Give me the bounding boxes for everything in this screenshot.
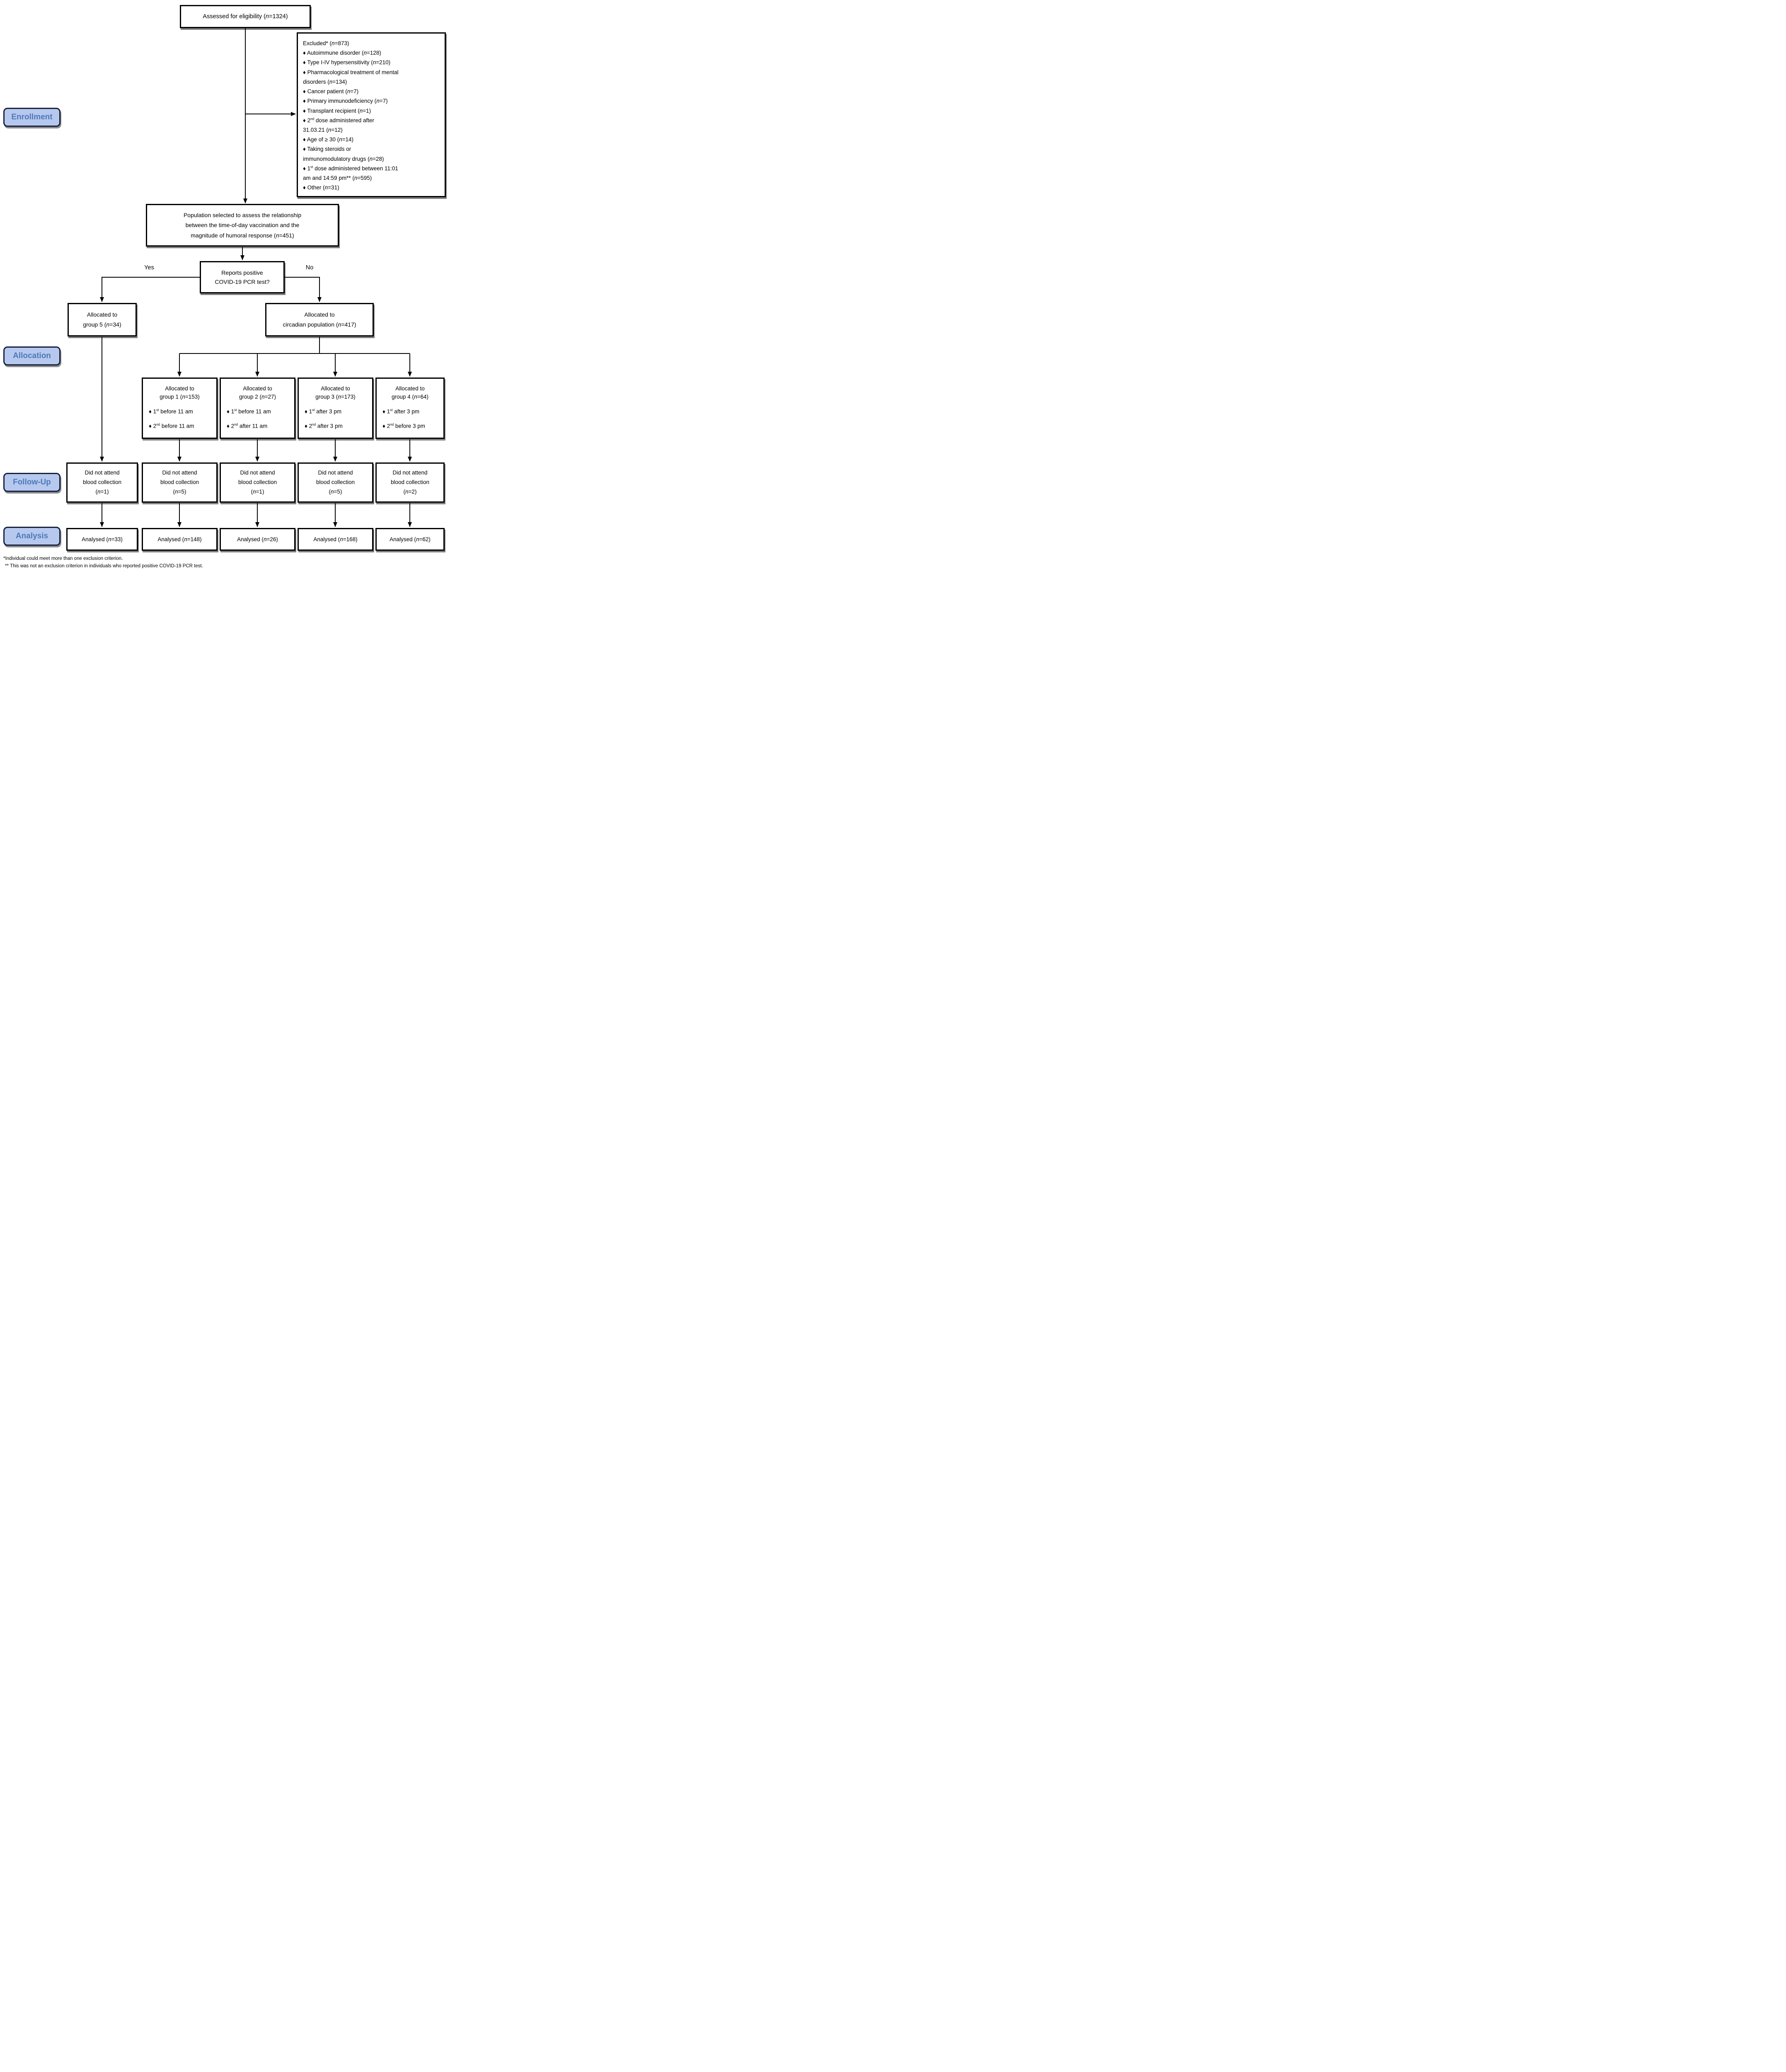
followup-text-group4: Did not attend blood collection (n=2)	[390, 470, 430, 495]
analysed-text-group2: Analysed (n=26)	[237, 536, 278, 542]
footnote-pcr: ** This was not an exclusion criterion i…	[5, 564, 203, 569]
pcr-decision-text: Reports positive COVID-19 PCR test?	[215, 269, 270, 285]
group1-bullet: ♦ 1st before 11 am	[149, 408, 193, 415]
analysed-box-group5: Analysed (n=33)	[66, 528, 138, 551]
group4-box: Allocated to group 4 (n=64) ♦ 1st after …	[375, 378, 445, 439]
group5-text: Allocated to group 5 (n=34)	[83, 311, 121, 328]
group2-title: Allocated to group 2 (n=27)	[239, 385, 276, 400]
analysed-box-group1: Analysed (n=148)	[142, 528, 218, 551]
excluded-item: ♦ Pharmacological treatment of mental di…	[303, 69, 399, 85]
stage-label-enrollment: Enrollment	[3, 108, 61, 127]
consort-flow-diagram: Enrollment Allocation Follow-Up Analysis…	[0, 0, 447, 571]
followup-text-group5: Did not attend blood collection (n=1)	[82, 470, 122, 495]
analysed-box-group4: Analysed (n=62)	[375, 528, 445, 551]
excluded-item: ♦ Taking steroids or immunomodulatory dr…	[303, 146, 384, 162]
stage-label-enrollment-text: Enrollment	[11, 113, 53, 121]
excluded-item: ♦ Primary immunodeficiency (n=7)	[303, 98, 388, 104]
excluded-item: ♦ Other (n=31)	[303, 184, 339, 191]
followup-box-group3: Did not attend blood collection (n=5)	[298, 462, 373, 503]
group3-title: Allocated to group 3 (n=173)	[315, 385, 356, 400]
stage-label-followup: Follow-Up	[3, 473, 61, 492]
stage-label-allocation: Allocation	[3, 346, 61, 366]
group1-bullet: ♦ 2nd before 11 am	[149, 423, 194, 429]
stage-label-analysis: Analysis	[3, 527, 61, 546]
yes-branch-label: Yes	[144, 264, 154, 271]
excluded-box: Excluded* (n=873) ♦ Autoimmune disorder …	[297, 32, 446, 197]
group2-bullet: ♦ 1st before 11 am	[227, 408, 271, 415]
group3-box: Allocated to group 3 (n=173) ♦ 1st after…	[298, 378, 373, 439]
group3-bullets: ♦ 1st after 3 pm ♦ 2nd after 3 pm	[299, 408, 343, 429]
analysed-text-group4: Analysed (n=62)	[390, 536, 431, 542]
group3-bullet: ♦ 1st after 3 pm	[305, 408, 341, 415]
no-branch-label: No	[305, 264, 314, 271]
assessed-text: Assessed for eligibility (n=1324)	[203, 13, 288, 20]
group4-bullet: ♦ 2nd before 3 pm	[382, 423, 425, 429]
assessed-box: Assessed for eligibility (n=1324)	[180, 5, 311, 28]
followup-box-group4: Did not attend blood collection (n=2)	[375, 462, 445, 503]
analysed-text-group5: Analysed (n=33)	[82, 536, 123, 542]
group5-box: Allocated to group 5 (n=34)	[68, 303, 137, 336]
group2-box: Allocated to group 2 (n=27) ♦ 1st before…	[220, 378, 295, 439]
group1-box: Allocated to group 1 (n=153) ♦ 1st befor…	[142, 378, 218, 439]
group1-bullets: ♦ 1st before 11 am ♦ 2nd before 11 am	[143, 408, 194, 429]
excluded-item: ♦ 1st dose administered between 11:01 am…	[303, 165, 398, 182]
followup-text-group3: Did not attend blood collection (n=5)	[316, 470, 355, 495]
group4-bullet: ♦ 1st after 3 pm	[382, 408, 419, 415]
excluded-title: Excluded* (n=873)	[303, 40, 349, 46]
excluded-item: ♦ Age of ≥ 30 (n=14)	[303, 136, 354, 143]
followup-text-group2: Did not attend blood collection (n=1)	[238, 470, 277, 495]
followup-box-group2: Did not attend blood collection (n=1)	[220, 462, 295, 503]
group4-title: Allocated to group 4 (n=64)	[392, 385, 428, 400]
excluded-item: ♦ Autoimmune disorder (n=128)	[303, 50, 381, 56]
population-box: Population selected to assess the relati…	[146, 204, 339, 247]
population-text: Population selected to assess the relati…	[183, 211, 302, 239]
excluded-item: ♦ Cancer patient (n=7)	[303, 88, 359, 95]
stage-label-analysis-text: Analysis	[15, 532, 48, 540]
group4-bullets: ♦ 1st after 3 pm ♦ 2nd before 3 pm	[377, 408, 425, 429]
group2-bullet: ♦ 2nd after 11 am	[227, 423, 268, 429]
analysed-box-group3: Analysed (n=168)	[298, 528, 373, 551]
analysed-text-group3: Analysed (n=168)	[313, 536, 358, 542]
excluded-item: ♦ Transplant recipient (n=1)	[303, 107, 371, 114]
footnote-exclusion: *Individual could meet more than one exc…	[3, 556, 123, 561]
group2-bullets: ♦ 1st before 11 am ♦ 2nd after 11 am	[221, 408, 271, 429]
followup-box-group1: Did not attend blood collection (n=5)	[142, 462, 218, 503]
excluded-item: ♦ Type I-IV hypersensitivity (n=210)	[303, 59, 391, 66]
pcr-decision-box: Reports positive COVID-19 PCR test?	[200, 261, 285, 293]
group1-title: Allocated to group 1 (n=153)	[160, 385, 200, 400]
circadian-population-text: Allocated to circadian population (n=417…	[283, 311, 356, 328]
excluded-item: ♦ 2nd dose administered after 31.03.21 (…	[303, 117, 375, 133]
analysed-text-group1: Analysed (n=148)	[157, 536, 202, 542]
stage-label-allocation-text: Allocation	[13, 351, 51, 360]
followup-text-group1: Did not attend blood collection (n=5)	[160, 470, 199, 495]
analysed-box-group2: Analysed (n=26)	[220, 528, 295, 551]
stage-label-followup-text: Follow-Up	[13, 478, 51, 487]
circadian-population-box: Allocated to circadian population (n=417…	[265, 303, 374, 336]
group3-bullet: ♦ 2nd after 3 pm	[305, 423, 343, 429]
followup-box-group5: Did not attend blood collection (n=1)	[66, 462, 138, 503]
